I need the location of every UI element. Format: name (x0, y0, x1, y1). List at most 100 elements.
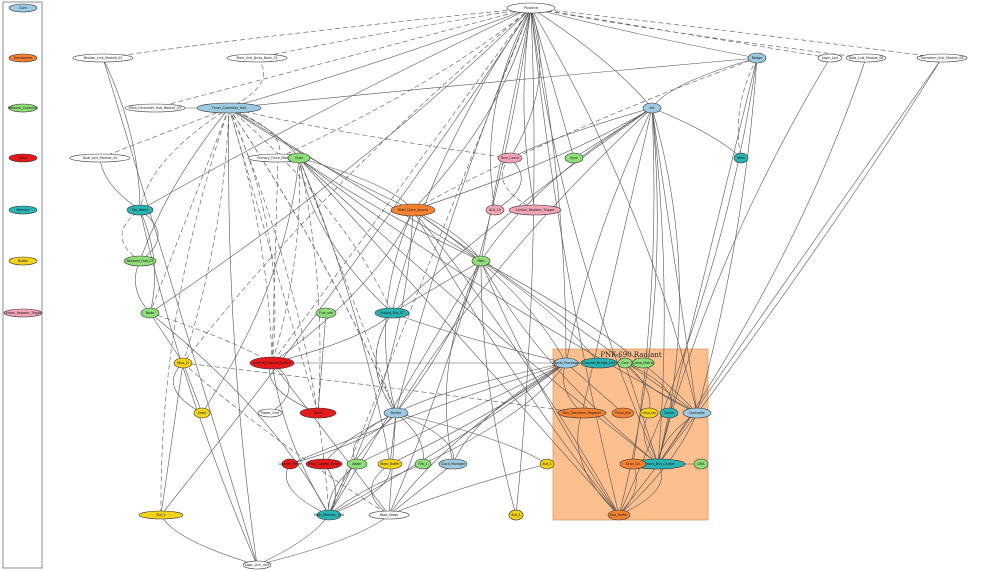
graph-node-n47[interactable]: Main_Buffer (377, 458, 403, 470)
graph-node-n18[interactable]: Ram_Cache (497, 152, 523, 164)
edge-n5-n18 (228, 107, 511, 159)
node-label: Transform_Unit_Module_08 (920, 56, 964, 60)
graph-node-n41[interactable]: Bus_Buffer (607, 509, 631, 521)
node-shape (368, 510, 410, 520)
graph-node-n38[interactable]: DMA (693, 458, 709, 470)
graph-node-n10[interactable]: Network_Hub_03 (123, 255, 157, 267)
graph-node-n3[interactable]: Main_Controller_Hub_Module_03 (124, 103, 186, 113)
graph-node-n44[interactable]: Adder (346, 458, 368, 470)
edge-n28-n42 (395, 362, 567, 414)
node-label: Stn_Fabric (132, 208, 149, 212)
graph-node-n15[interactable]: Flux_sim (315, 307, 337, 319)
graph-node-n48[interactable]: Fifo_1 (414, 458, 432, 470)
graph-node-n31[interactable]: Comp_Matrix (631, 357, 655, 369)
graph-node-n16[interactable]: Multi_Clock_Source (390, 203, 436, 217)
edge-n0-n42 (395, 7, 532, 414)
edge-n8-n14 (298, 157, 393, 314)
node-label: Buf_4 (512, 513, 521, 517)
node-shape (226, 53, 288, 63)
node-shape (497, 152, 523, 164)
edge-n17-n49 (446, 260, 482, 465)
node-shape (414, 458, 432, 470)
graph-node-n13[interactable]: Internal_Control_Switch (249, 356, 295, 370)
graph-node-n14[interactable]: Output_Bus_07 (374, 307, 410, 319)
edge-n28-n43 (289, 362, 567, 465)
graph-node-n2[interactable]: Main_Unit_Drive_Bank_02 (226, 53, 288, 63)
graph-node-n0[interactable]: Pivotline (506, 2, 556, 14)
node-label: Sram (198, 411, 206, 415)
graph-node-n5[interactable]: Timer_Controller_Unit (196, 102, 262, 114)
node-label: Timer (312, 411, 323, 415)
node-shape (506, 2, 556, 14)
graph-node-n11[interactable]: Node (140, 307, 160, 319)
node-label: Main_Unit_Drive_Bank_02 (236, 56, 277, 60)
graph-node-n33[interactable]: Pulse_Buf (611, 407, 635, 419)
node-label: Init (649, 106, 655, 110)
graph-node-n29[interactable]: Channel_Bridge_Unit (580, 357, 618, 369)
graph-node-n45[interactable]: Timer (299, 407, 337, 419)
graph-node-n4[interactable]: Dual_Link_Module_04 (69, 153, 131, 163)
graph-node-n54[interactable]: Buf_2 (138, 510, 184, 520)
graph-node-n39[interactable]: Buf_1 (539, 458, 555, 470)
graph-node-n19[interactable]: ALU_10 (485, 204, 505, 216)
edge-n42-n43 (289, 412, 397, 465)
node-label: Mission_Link_Module_01 (84, 56, 123, 60)
node-label: Power_Grid (261, 411, 279, 415)
graph-node-n52[interactable]: Main_Memory_Unit (314, 509, 345, 521)
cluster-pnk-690-radiant (552, 348, 709, 521)
edge-n8-n42 (298, 157, 397, 414)
graph-node-n28[interactable]: Signal_Processor (553, 357, 580, 369)
edge-n17-n41 (480, 260, 620, 516)
edge-n0-n54 (160, 7, 532, 516)
graph-node-n43[interactable]: Counter_Timer (278, 458, 302, 470)
graph-node-n32[interactable]: Bus_Transform_Register (557, 407, 607, 419)
graph-node-n21[interactable]: Sync (564, 152, 584, 164)
graph-node-n40[interactable]: Scan_Clk (619, 458, 647, 470)
graph-node-n17[interactable]: Path (471, 255, 491, 267)
node-shape (508, 204, 562, 216)
node-label: Core (621, 361, 628, 365)
graph-node-n36[interactable]: Controller (682, 407, 712, 419)
graph-node-n49[interactable]: Clock_Manager (438, 458, 468, 470)
edge-n0-n6 (277, 7, 532, 159)
edge-n17-n55 (480, 260, 517, 516)
edge-n28-n53 (388, 362, 567, 516)
legend-label: Transformer (12, 56, 33, 60)
graph-node-n23[interactable]: Bridge (747, 52, 767, 64)
graph-node-n56[interactable]: Logic_Link_Unit (242, 560, 272, 570)
node-shape (383, 407, 409, 419)
graph-node-n30[interactable]: Core (617, 357, 633, 369)
graph-node-n26[interactable]: Transform_Unit_Module_08 (916, 53, 968, 63)
graph-node-n12[interactable]: Mux_1f (173, 357, 193, 369)
graph-node-n34[interactable]: mux_sel (639, 407, 659, 419)
edge-n0-n52 (328, 7, 532, 516)
graph-node-n9[interactable]: Stn_Fabric (126, 204, 154, 216)
graph-node-n25[interactable]: Logic_Link (817, 53, 843, 63)
graph-node-n51[interactable]: Power_Grid (257, 408, 283, 418)
node-shape (471, 255, 491, 267)
edge-n12-n53 (182, 362, 390, 516)
graph-node-n50[interactable]: Sram (193, 407, 211, 419)
graph-node-n46[interactable]: Main_Control_Timer (305, 458, 343, 470)
graph-node-n57[interactable]: Buf_4 (508, 509, 524, 521)
node-shape (305, 458, 343, 470)
graph-node-n24[interactable]: Mem (733, 152, 749, 164)
node-label: Logic_Link_Unit (245, 563, 270, 567)
graph-node-n22[interactable]: Init (642, 102, 662, 114)
graph-node-n35[interactable]: Cache (659, 407, 679, 419)
graph-node-n1[interactable]: Mission_Link_Module_01 (72, 53, 134, 63)
legend-node-lightgreen: Network_Controller (8, 103, 39, 113)
edge-n5-n6 (228, 107, 281, 159)
edge-n17-n37 (480, 260, 659, 465)
graph-node-n20[interactable]: Control_Register_Trigger (508, 204, 562, 216)
legend-frame (2, 1, 43, 569)
graph-node-n53[interactable]: Base_Stage (368, 510, 410, 520)
graph-node-n42[interactable]: Router (383, 407, 409, 419)
edge-n8-n17 (298, 157, 482, 262)
node-label: Sync (570, 156, 578, 160)
graph-node-n8[interactable]: Dual (287, 152, 311, 164)
edge-n17-n42 (395, 260, 482, 414)
graph-node-n7[interactable]: Data_Link_Module_06 (845, 53, 887, 63)
node-shape (123, 255, 157, 267)
